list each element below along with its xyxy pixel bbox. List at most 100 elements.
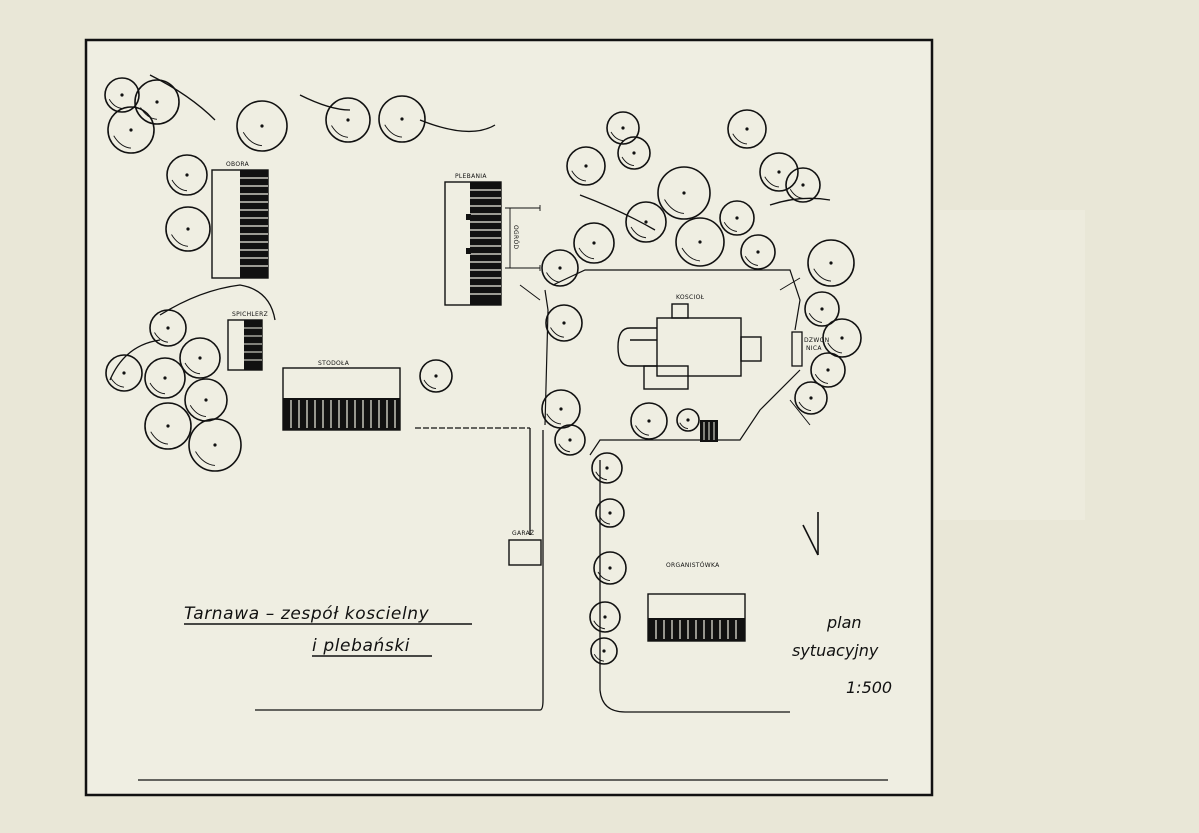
tree-shading bbox=[764, 176, 780, 188]
tree-trunk-dot bbox=[686, 418, 690, 422]
tree-shading bbox=[331, 125, 349, 138]
organistowka-hatch bbox=[655, 620, 737, 639]
tree-trunk-dot bbox=[809, 396, 813, 400]
tree-trunk-dot bbox=[777, 170, 781, 174]
tree-shading bbox=[110, 377, 125, 388]
tree-trunk-dot bbox=[621, 126, 625, 130]
tree-trunk-dot bbox=[735, 216, 739, 220]
label-spichlerz: SPICHLERZ bbox=[232, 311, 268, 318]
tree-shading bbox=[242, 132, 263, 147]
tree-shading bbox=[814, 374, 829, 384]
spichlerz-hatch bbox=[244, 327, 262, 361]
tree-symbol bbox=[759, 152, 799, 192]
tree-symbol bbox=[675, 217, 725, 267]
small-shed bbox=[700, 420, 718, 442]
tree-trunk-dot bbox=[605, 466, 609, 470]
obora-hatch-base bbox=[240, 170, 268, 278]
tree-symbol bbox=[617, 136, 651, 170]
tree-trunk-dot bbox=[166, 326, 170, 330]
tree-symbol bbox=[105, 354, 143, 392]
drawing-frame bbox=[84, 38, 934, 797]
building-plebania bbox=[444, 181, 502, 306]
title-line-2: i plebański bbox=[312, 636, 410, 656]
tree-trunk-dot bbox=[434, 374, 438, 378]
tree-shading bbox=[798, 401, 812, 412]
tree-trunk-dot bbox=[562, 321, 566, 325]
tree-shading bbox=[681, 247, 701, 262]
tree-shading bbox=[149, 382, 166, 395]
tree-shading bbox=[578, 247, 595, 260]
tree-shading bbox=[108, 99, 123, 109]
tree-symbol bbox=[541, 249, 579, 287]
church-apse bbox=[617, 327, 657, 367]
paper-patch bbox=[935, 210, 1085, 520]
tree-shading bbox=[789, 189, 804, 199]
tree-shading bbox=[813, 268, 832, 282]
tree-shading bbox=[550, 327, 565, 338]
tree-shading bbox=[571, 170, 587, 182]
tree-shading bbox=[597, 571, 611, 582]
tree-symbol bbox=[144, 357, 186, 399]
label-garaz: GARAŻ bbox=[512, 530, 534, 537]
label-organistowka: ORGANISTÓWKA bbox=[666, 562, 720, 569]
tree-trunk-dot bbox=[185, 173, 189, 177]
tree-symbol bbox=[104, 77, 140, 113]
wall-ticks bbox=[519, 277, 811, 426]
tree-symbol bbox=[165, 206, 211, 252]
tree-symbol bbox=[166, 154, 208, 196]
tree-trunk-dot bbox=[826, 368, 830, 372]
tree-trunk-dot bbox=[346, 118, 350, 122]
tree-symbol bbox=[573, 222, 615, 264]
tree-trunk-dot bbox=[129, 128, 133, 132]
plebania-hatch bbox=[470, 189, 501, 295]
building-obora bbox=[211, 169, 269, 279]
tree-trunk-dot bbox=[820, 307, 824, 311]
tree-shading bbox=[630, 226, 647, 239]
tree-trunk-dot bbox=[840, 336, 844, 340]
label-stodola: STODOŁA bbox=[318, 360, 350, 367]
tree-trunk-dot bbox=[400, 117, 404, 121]
tree-trunk-dot bbox=[558, 266, 562, 270]
obora-hatch bbox=[240, 177, 268, 267]
tree-shading bbox=[610, 131, 624, 142]
tree-symbol bbox=[719, 200, 755, 236]
tree-trunk-dot bbox=[756, 250, 760, 254]
tree-symbol bbox=[325, 97, 371, 143]
label-plebania: PLEBANIA bbox=[455, 173, 487, 180]
tree-shading bbox=[558, 443, 571, 453]
tree-trunk-dot bbox=[559, 407, 563, 411]
tree-symbol bbox=[134, 79, 180, 125]
title-line-1: Tarnawa – zespół koscielny bbox=[184, 604, 430, 624]
slope-line-church bbox=[579, 194, 831, 231]
plebania-porch bbox=[466, 248, 471, 254]
tree-shading bbox=[546, 272, 561, 283]
tree-symbol bbox=[727, 109, 767, 149]
tree-symbol bbox=[625, 201, 667, 243]
dimension-mark bbox=[505, 205, 541, 271]
tree-trunk-dot bbox=[122, 371, 126, 375]
tree-symbol bbox=[794, 381, 828, 415]
tree-trunk-dot bbox=[801, 183, 805, 187]
tree-symbol bbox=[810, 352, 846, 388]
slope-line-top bbox=[149, 74, 496, 133]
building-spichlerz bbox=[227, 319, 263, 371]
tree-symbol bbox=[676, 408, 700, 432]
tree-trunk-dot bbox=[632, 151, 636, 155]
tree-shading bbox=[150, 431, 169, 445]
tree-shading bbox=[384, 124, 403, 138]
tree-shading bbox=[154, 332, 169, 343]
tree-symbol bbox=[740, 234, 776, 270]
tree-symbol bbox=[589, 601, 621, 633]
tree-trunk-dot bbox=[603, 615, 607, 619]
tree-trunk-dot bbox=[260, 124, 264, 128]
churchyard-wall bbox=[544, 269, 801, 456]
tree-shading bbox=[732, 133, 748, 145]
tree-trunk-dot bbox=[155, 100, 159, 104]
tree-trunk-dot bbox=[829, 261, 833, 265]
plan-label: plan bbox=[826, 613, 862, 632]
tree-shading bbox=[593, 654, 605, 662]
tree-symbol bbox=[591, 452, 623, 484]
tree-trunk-dot bbox=[644, 220, 648, 224]
church-chapel bbox=[643, 365, 689, 390]
